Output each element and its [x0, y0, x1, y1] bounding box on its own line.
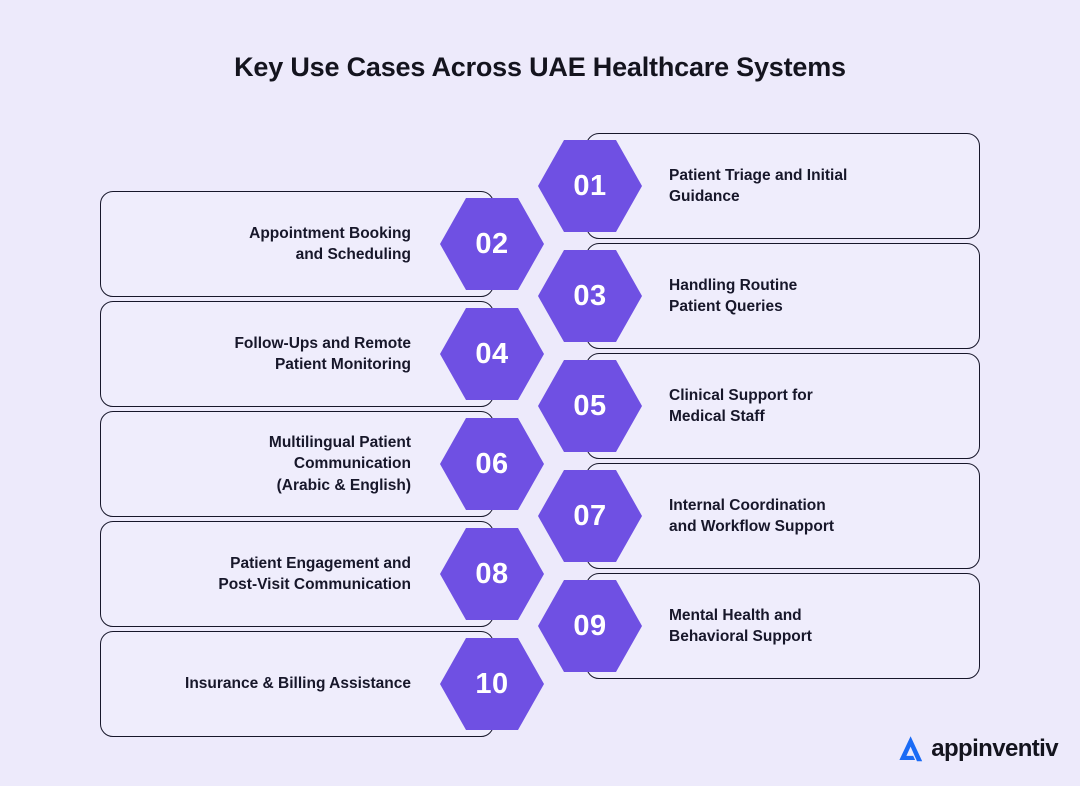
use-case-card[interactable]: Insurance & Billing Assistance — [100, 631, 494, 737]
use-case-label: Internal Coordination and Workflow Suppo… — [669, 496, 835, 535]
page-title: Key Use Cases Across UAE Healthcare Syst… — [234, 52, 846, 82]
use-case-label: Mental Health and Behavioral Support — [669, 606, 812, 645]
use-case-label: Patient Engagement and Post-Visit Commun… — [218, 554, 411, 593]
use-case-card[interactable]: Patient Engagement and Post-Visit Commun… — [100, 521, 494, 627]
use-case-label: Follow-Ups and Remote Patient Monitoring — [234, 334, 411, 373]
use-case-number: 04 — [475, 337, 509, 370]
use-case-number: 10 — [475, 667, 509, 700]
use-case-number: 09 — [573, 609, 607, 642]
use-case-number: 05 — [573, 389, 607, 422]
use-case-label: Handling Routine Patient Queries — [669, 276, 798, 315]
use-case-number: 03 — [573, 279, 607, 312]
use-case-label: Appointment Booking and Scheduling — [249, 224, 411, 263]
use-case-card[interactable]: Patient Triage and Initial Guidance — [586, 133, 980, 239]
use-case-card[interactable]: Internal Coordination and Workflow Suppo… — [586, 463, 980, 569]
use-case-card[interactable]: Mental Health and Behavioral Support — [586, 573, 980, 679]
use-case-number: 06 — [475, 447, 509, 480]
use-case-card[interactable]: Multilingual Patient Communication (Arab… — [100, 411, 494, 517]
use-case-label: Clinical Support for Medical Staff — [669, 386, 813, 425]
use-case-card[interactable]: Follow-Ups and Remote Patient Monitoring — [100, 301, 494, 407]
use-case-card[interactable]: Handling Routine Patient Queries — [586, 243, 980, 349]
use-case-number: 08 — [475, 557, 509, 590]
appinventiv-a-mark-icon — [895, 733, 926, 764]
logo-wordmark: appinventiv — [931, 734, 1058, 762]
use-case-number: 01 — [573, 169, 607, 202]
use-case-card[interactable]: Clinical Support for Medical Staff — [586, 353, 980, 459]
use-case-number: 07 — [573, 499, 607, 532]
use-case-label: Patient Triage and Initial Guidance — [669, 166, 848, 205]
appinventiv-logo: appinventiv — [895, 733, 1059, 764]
use-case-label: Multilingual Patient Communication (Arab… — [268, 433, 411, 494]
use-case-label: Insurance & Billing Assistance — [185, 675, 411, 693]
use-case-number: 02 — [475, 227, 509, 260]
use-case-card[interactable]: Appointment Booking and Scheduling — [100, 191, 494, 297]
